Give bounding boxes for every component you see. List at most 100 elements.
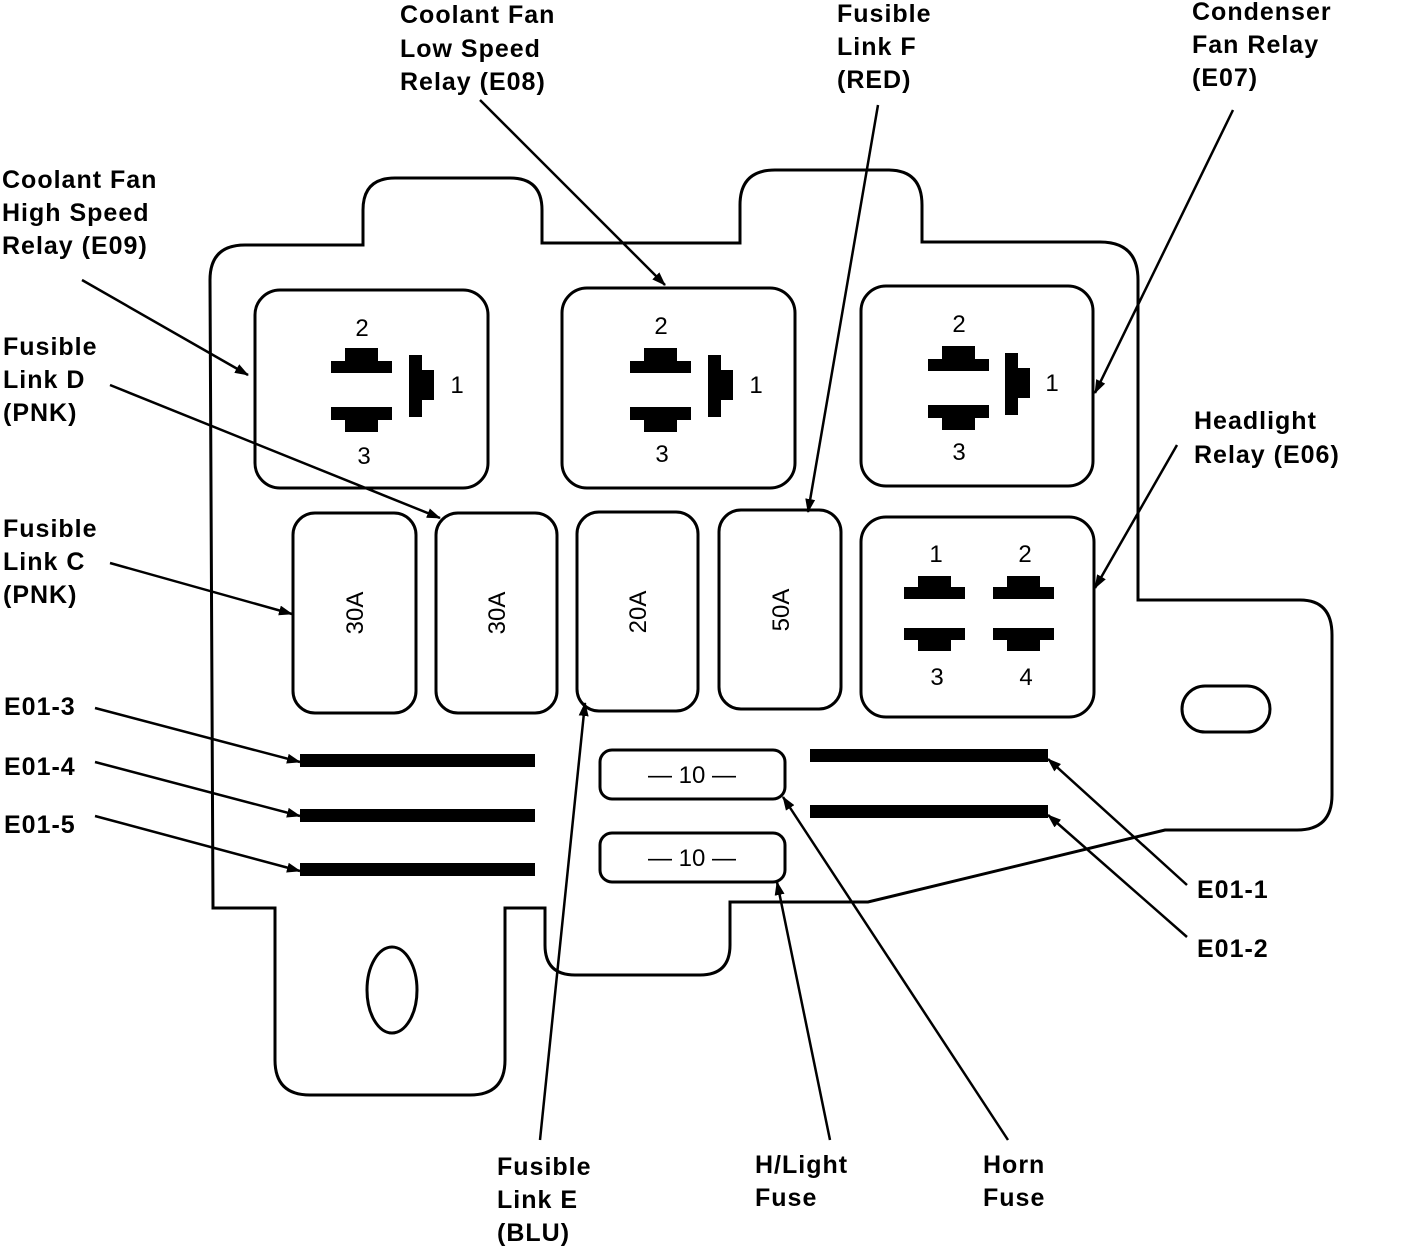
relay-e06-pin-1: 1 (929, 541, 942, 568)
fusible-link-c[interactable]: 30A (291, 511, 418, 715)
relay-e08[interactable]: 2 1 3 (560, 286, 797, 490)
svg-text:Link E: Link E (497, 1186, 578, 1214)
relay-e08-terminal-top (630, 348, 691, 373)
relay-e08-pin-2: 2 (654, 313, 667, 340)
horn-fuse-body (598, 748, 787, 801)
connector-bar-e01-5[interactable] (300, 863, 535, 876)
svg-text:(PNK): (PNK) (3, 581, 77, 609)
relay-e07-body (859, 284, 1095, 488)
horn-fuse[interactable]: — 10 — (598, 748, 787, 801)
svg-text:Link C: Link C (3, 548, 85, 576)
relay-e06[interactable]: 1 2 3 4 (859, 515, 1096, 719)
leader-horn-fuse (781, 796, 1010, 1141)
leader-fusible-link-c (109, 561, 293, 616)
connector-bar-e01-2[interactable] (810, 805, 1048, 818)
svg-text:Link D: Link D (3, 366, 85, 394)
leader-coolant-fan-low (479, 99, 666, 286)
relay-e08-terminal-bottom (630, 407, 691, 432)
label-condenser-fan-relay: Condenser Fan Relay (E07) (1192, 0, 1332, 92)
hlight-fuse-rating: — 10 — (648, 845, 736, 872)
label-headlight-relay: Headlight Relay (E06) (1194, 407, 1339, 469)
leader-hlight-fuse (774, 881, 832, 1141)
leader-e01-4 (94, 760, 301, 818)
relay-e08-pin-3: 3 (655, 441, 668, 468)
svg-text:Fusible: Fusible (3, 333, 98, 361)
leader-e01-1 (1047, 758, 1188, 886)
relay-e06-terminal-1 (904, 576, 965, 599)
relay-e07-terminal-bottom (928, 405, 989, 430)
housing-outline (208, 168, 1334, 1097)
fusible-link-f-rating: 50A (768, 589, 795, 632)
fusible-link-e-body (575, 510, 700, 713)
mounting-hole-bottom (365, 945, 419, 1035)
label-fusible-link-c: Fusible Link C (PNK) (3, 515, 98, 609)
connector-bar-e01-3[interactable] (300, 754, 535, 767)
relay-e08-body (560, 286, 797, 490)
leader-coolant-fan-high (81, 278, 249, 377)
label-coolant-fan-high-speed-relay: Coolant Fan High Speed Relay (E09) (2, 166, 156, 260)
relay-e09[interactable]: 2 1 3 (253, 288, 490, 490)
relay-e06-pin-2: 2 (1018, 541, 1031, 568)
leader-e01-5 (94, 814, 301, 873)
fusible-link-d-body (434, 511, 559, 715)
label-e01-5: E01-5 (4, 811, 76, 839)
relay-e06-terminal-3 (904, 628, 965, 651)
relay-e06-pin-4: 4 (1019, 664, 1032, 691)
leader-fusible-link-e (538, 702, 589, 1141)
leader-headlight-relay (1093, 444, 1179, 589)
svg-text:Condenser: Condenser (1192, 0, 1332, 26)
svg-text:Low Speed: Low Speed (400, 35, 541, 63)
label-coolant-fan-low-speed-relay: Coolant Fan Low Speed Relay (E08) (400, 1, 555, 96)
fusible-link-f-body (717, 508, 843, 711)
connector-bar-e01-1[interactable] (810, 749, 1048, 762)
svg-text:Coolant Fan: Coolant Fan (400, 1, 555, 29)
relay-e07-pin-1: 1 (1045, 370, 1058, 397)
relay-e07-terminal-side (1005, 353, 1030, 415)
hlight-fuse[interactable]: — 10 — (598, 831, 787, 884)
fusible-link-f[interactable]: 50A (717, 508, 843, 711)
relay-e09-terminal-top (331, 348, 392, 373)
svg-text:Fan Relay: Fan Relay (1192, 31, 1319, 59)
connector-bar-e01-4[interactable] (300, 809, 535, 822)
relay-e07-terminal-top (928, 346, 989, 371)
fusible-link-e[interactable]: 20A (575, 510, 700, 713)
leader-e01-3 (94, 706, 301, 764)
svg-text:Fusible: Fusible (837, 0, 932, 28)
svg-text:Fusible: Fusible (497, 1153, 592, 1181)
relay-e08-terminal-side (708, 355, 733, 417)
svg-text:Fusible: Fusible (3, 515, 98, 543)
relay-e09-terminal-side (409, 355, 434, 417)
svg-text:Fuse: Fuse (983, 1184, 1045, 1212)
leader-e01-2 (1047, 814, 1188, 938)
fusible-link-d-rating: 30A (484, 592, 511, 635)
label-e01-3: E01-3 (4, 693, 76, 721)
relay-e06-terminal-4 (993, 628, 1054, 651)
svg-text:Relay (E09): Relay (E09) (2, 232, 148, 260)
mounting-hole-right (1180, 684, 1272, 734)
relay-e07-pin-3: 3 (952, 439, 965, 466)
leader-condenser-fan-relay (1093, 109, 1235, 394)
leader-fusible-link-f (805, 104, 880, 513)
fusible-link-c-body (291, 511, 418, 715)
svg-text:Relay (E08): Relay (E08) (400, 68, 546, 96)
relay-e06-body (859, 515, 1096, 719)
label-e01-1: E01-1 (1197, 876, 1269, 904)
relay-e07-pin-2: 2 (952, 311, 965, 338)
svg-text:(RED): (RED) (837, 66, 911, 94)
fusible-link-d[interactable]: 30A (434, 511, 559, 715)
relay-e07[interactable]: 2 1 3 (859, 284, 1095, 488)
relay-e08-pin-1: 1 (749, 372, 762, 399)
label-fusible-link-d: Fusible Link D (PNK) (3, 333, 98, 427)
relay-e09-pin-3: 3 (357, 443, 370, 470)
leader-fusible-link-d (109, 383, 441, 520)
relay-e09-pin-1: 1 (450, 372, 463, 399)
relay-e09-pin-2: 2 (355, 315, 368, 342)
svg-text:Link F: Link F (837, 33, 917, 61)
label-horn-fuse: Horn Fuse (983, 1151, 1045, 1212)
fusible-link-e-rating: 20A (625, 591, 652, 634)
relay-e09-terminal-bottom (331, 407, 392, 432)
label-hlight-fuse: H/Light Fuse (755, 1151, 847, 1212)
label-e01-2: E01-2 (1197, 935, 1269, 963)
label-fusible-link-f: Fusible Link F (RED) (837, 0, 932, 94)
